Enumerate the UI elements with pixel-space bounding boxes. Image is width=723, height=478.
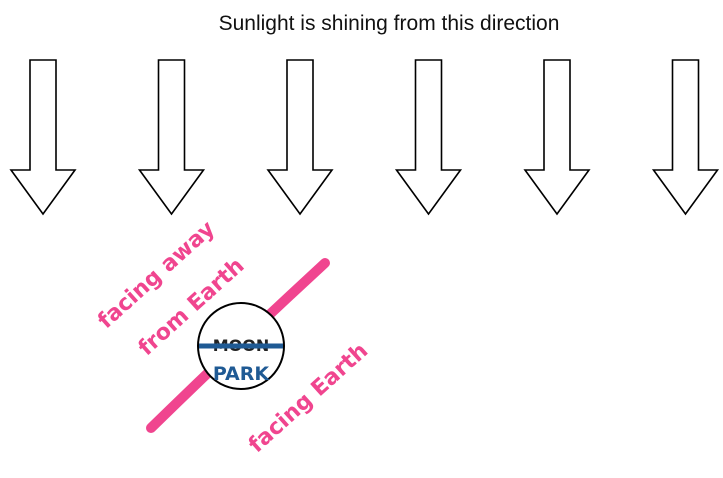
sunlight-arrow-icon xyxy=(651,59,720,216)
sunlight-arrow-icon xyxy=(266,59,334,216)
sunlight-arrow-icon xyxy=(9,59,77,216)
sunlight-arrow-icon xyxy=(523,59,591,216)
sunlight-arrow-icon xyxy=(394,59,463,216)
moon-park-logo-icon: MOON PARK xyxy=(199,336,283,385)
sunlight-arrows xyxy=(9,59,720,216)
sunlight-direction-title: Sunlight is shining from this direction xyxy=(219,12,560,35)
logo-bottom-text: PARK xyxy=(213,363,271,385)
sunlight-arrow-icon xyxy=(137,59,206,216)
moon: MOON PARK xyxy=(197,302,285,390)
facing-away-label-line1: facing away xyxy=(93,216,220,333)
